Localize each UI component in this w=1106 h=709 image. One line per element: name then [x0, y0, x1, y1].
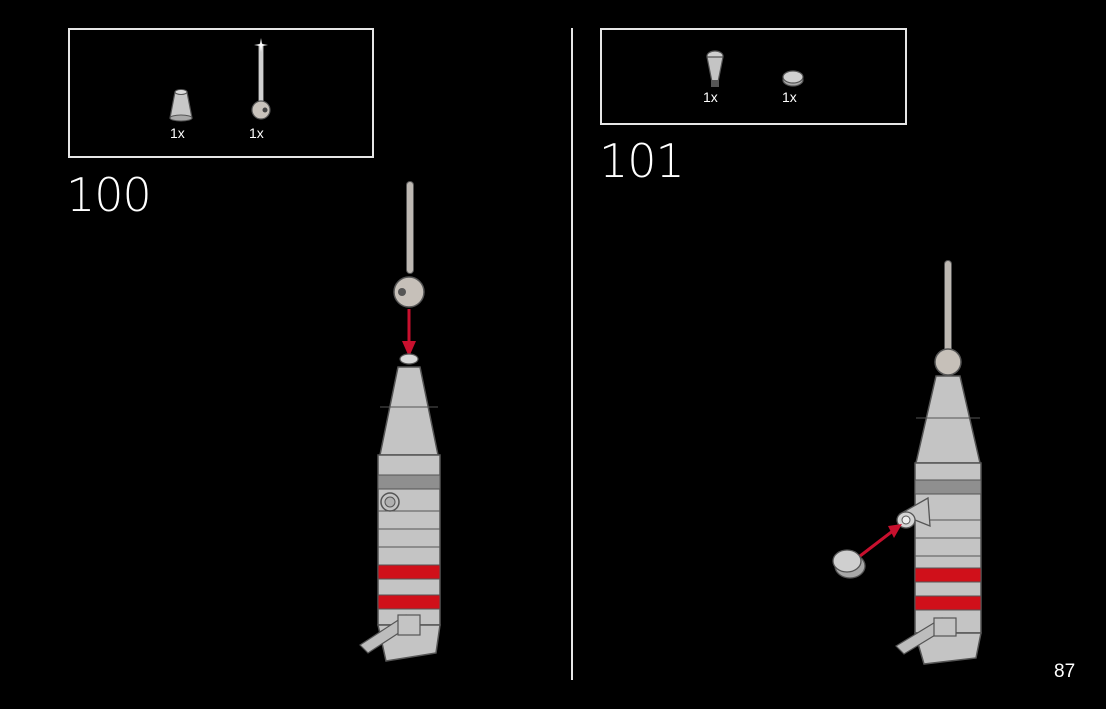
part-quantity: 1x [782, 89, 797, 105]
antenna-ball-joint-part-icon [251, 38, 271, 120]
nose-cone-slope-part-icon [169, 89, 193, 122]
round-tile-part-icon [782, 70, 804, 87]
page-number: 87 [1054, 661, 1076, 682]
part-quantity: 1x [249, 125, 264, 141]
rocket-assembly-step-101 [832, 260, 982, 665]
part-quantity: 1x [703, 89, 718, 105]
cone-part-icon [706, 50, 724, 87]
part-quantity: 1x [170, 125, 185, 141]
step-number: 100 [66, 168, 152, 222]
parts-callout-step-101 [600, 28, 907, 125]
rocket-assembly-step-100 [359, 181, 441, 662]
page-divider [571, 28, 573, 680]
step-number: 101 [599, 134, 685, 188]
parts-callout-step-100 [68, 28, 374, 158]
